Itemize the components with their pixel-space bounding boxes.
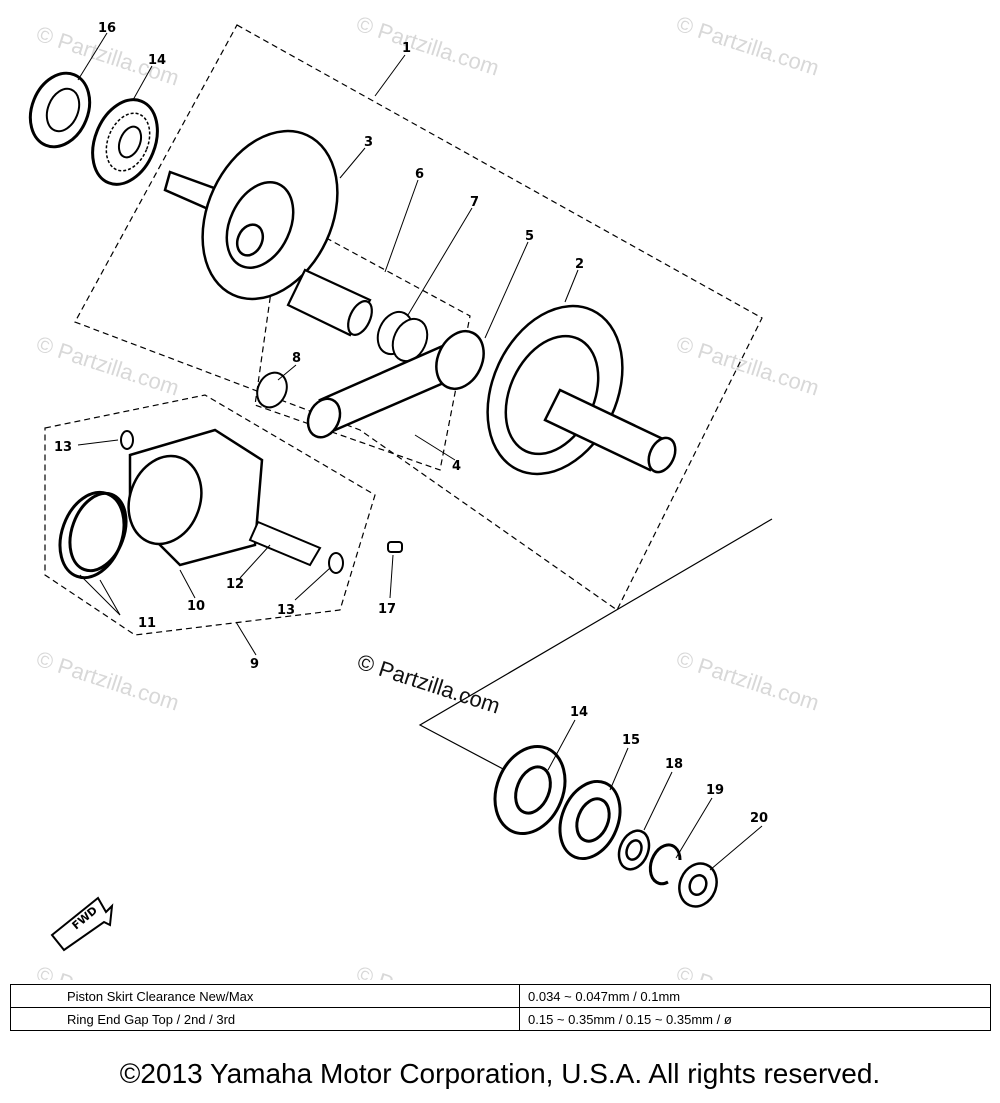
- crankshaft-assembly-outline: [74, 24, 763, 611]
- callout-10: 10: [187, 599, 205, 614]
- piston-pin: [248, 520, 322, 567]
- bearing-right: [493, 744, 567, 836]
- callout-3: 3: [364, 135, 373, 150]
- bearing-group-outline: [418, 518, 773, 771]
- svg-text:© Partzilla.com: © Partzilla.com: [353, 961, 502, 980]
- callout-14-left: 14: [148, 53, 166, 68]
- nut-20: [678, 862, 718, 908]
- spec-label: Ring End Gap Top / 2nd / 3rd: [10, 1007, 520, 1031]
- spec-label: Piston Skirt Clearance New/Max: [10, 984, 520, 1008]
- callout-16: 16: [98, 21, 116, 36]
- callout-14-right: 14: [570, 705, 588, 720]
- piston-rings: [58, 490, 128, 580]
- circlip-19: [648, 843, 682, 886]
- callout-9: 9: [250, 657, 259, 672]
- callout-1: 1: [402, 41, 411, 56]
- conrod-group-outline: [254, 213, 471, 471]
- callout-2: 2: [575, 257, 584, 272]
- fwd-arrow-icon: FWD: [50, 896, 114, 952]
- svg-text:© Partzilla.com: © Partzilla.com: [673, 11, 822, 81]
- spec-row: Ring End Gap Top / 2nd / 3rd 0.15 ~ 0.35…: [10, 1007, 991, 1031]
- svg-text:© Partzilla.com: © Partzilla.com: [33, 646, 182, 716]
- connecting-rod: [306, 330, 485, 439]
- needle-bearing-small-end: [256, 371, 288, 409]
- leader-lines: [77, 32, 763, 871]
- callout-12: 12: [226, 577, 244, 592]
- piston: [127, 428, 264, 567]
- spec-row: Piston Skirt Clearance New/Max 0.034 ~ 0…: [10, 984, 991, 1008]
- svg-text:© Partzilla.com: © Partzilla.com: [33, 331, 182, 401]
- center-watermark: © Partzilla.com: [354, 649, 503, 719]
- callout-20: 20: [750, 811, 768, 826]
- callout-6: 6: [415, 167, 424, 182]
- callout-7: 7: [470, 195, 479, 210]
- callout-11: 11: [138, 616, 156, 631]
- svg-text:© Partzilla.com: © Partzilla.com: [673, 331, 822, 401]
- crank-half-left: [163, 129, 339, 301]
- oil-seal-right: [558, 779, 622, 861]
- callout-13-right: 13: [277, 603, 295, 618]
- spec-table: Piston Skirt Clearance New/Max 0.034 ~ 0…: [10, 984, 991, 1031]
- crank-pin: [286, 268, 373, 337]
- callout-8: 8: [292, 351, 301, 366]
- needle-bearing-big-end: [376, 310, 429, 363]
- callout-4: 4: [452, 459, 461, 474]
- callout-5: 5: [525, 229, 534, 244]
- svg-text:© Partzilla.com: © Partzilla.com: [33, 961, 182, 980]
- callout-17: 17: [378, 602, 396, 617]
- bearing-left: [91, 98, 159, 186]
- piston-pin-clips: [120, 430, 344, 574]
- piston-group-outline: [44, 394, 376, 636]
- woodruff-key: [387, 541, 403, 553]
- callout-18: 18: [665, 757, 683, 772]
- callout-19: 19: [706, 783, 724, 798]
- crank-half-right: [486, 304, 677, 476]
- copyright-notice: ©2013 Yamaha Motor Corporation, U.S.A. A…: [119, 1058, 881, 1089]
- callout-13-left: 13: [54, 440, 72, 455]
- spec-value: 0.15 ~ 0.35mm / 0.15 ~ 0.35mm / ø: [519, 1007, 991, 1031]
- oil-seal-left: [28, 71, 92, 149]
- washer-18: [617, 829, 651, 871]
- crankshaft-exploded-diagram: © Partzilla.com © Partzilla.com © Partzi…: [28, 11, 822, 980]
- svg-text:© Partzilla.com: © Partzilla.com: [673, 646, 822, 716]
- svg-text:© Partzilla.com: © Partzilla.com: [673, 961, 822, 980]
- callout-labels: 16 14 1 3 6 7 5 2 8 4 13 11 10 12 13 17 …: [54, 21, 768, 826]
- spec-value: 0.034 ~ 0.047mm / 0.1mm: [519, 984, 991, 1008]
- callout-15: 15: [622, 733, 640, 748]
- svg-text:© Partzilla.com: © Partzilla.com: [353, 11, 502, 81]
